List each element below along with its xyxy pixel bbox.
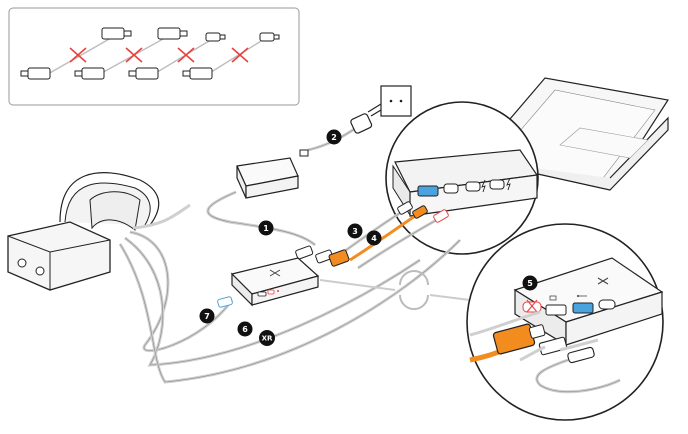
power-port-icon (267, 289, 279, 295)
hub-usb-a-blue-port[interactable] (572, 302, 594, 314)
adapter-chain-2 (74, 27, 188, 80)
badge-3: 3 (347, 223, 363, 239)
red-cross-icon (231, 47, 249, 63)
hub-display-port[interactable] (545, 304, 567, 316)
display-port-icon (549, 295, 557, 301)
badge-2: 2 (326, 129, 342, 145)
adapter-chain-4 (182, 32, 280, 80)
thunderbolt-icon (481, 179, 486, 193)
svg-text:6: 6 (242, 325, 248, 334)
badge-5: 5 (522, 275, 538, 291)
svg-text:XR: XR (262, 335, 273, 343)
hub-port-left (257, 291, 267, 297)
hub-ports-zoom (466, 223, 664, 421)
adapter-chain-3 (128, 32, 226, 80)
adapter-chain-1 (20, 27, 132, 80)
svg-text:1: 1 (263, 224, 269, 233)
hub-power-port[interactable] (522, 299, 542, 313)
vr-headset (7, 172, 160, 291)
svg-text:4: 4 (371, 234, 377, 243)
usb-icon (577, 295, 587, 297)
red-cross-icon (526, 299, 538, 313)
laptop-usb-a-blue-port[interactable] (417, 185, 439, 197)
headset-cable-7 (129, 230, 234, 353)
hub-device (230, 257, 320, 307)
x-logo-icon (269, 269, 281, 277)
power-plug (307, 103, 382, 152)
svg-text:7: 7 (204, 312, 210, 321)
laptop-usb-c-port-2[interactable] (465, 181, 481, 192)
camera-icon (17, 258, 45, 276)
red-cross-icon (177, 47, 195, 63)
wall-outlet (380, 85, 412, 117)
hub-usb-c-port[interactable] (598, 299, 616, 310)
svg-text:2: 2 (331, 133, 337, 142)
badge-1: 1 (258, 220, 274, 236)
incorrect-adapter-chains-panel (8, 7, 300, 106)
orange-adapter (328, 249, 350, 267)
adapter-cable (206, 190, 316, 247)
rotate-icon (399, 270, 429, 310)
red-cross-icon (125, 47, 143, 63)
badge-7: 7 (199, 308, 215, 324)
zoom-connector (319, 270, 471, 310)
laptop-ports-zoom (385, 101, 539, 255)
thunderbolt-icon (506, 177, 511, 191)
laptop-thunderbolt-port[interactable] (489, 179, 505, 190)
badge-xr: XR (259, 330, 275, 346)
x-logo-icon (597, 277, 609, 285)
red-cross-icon (69, 47, 87, 63)
svg-text:3: 3 (352, 227, 358, 236)
badge-4: 4 (366, 230, 382, 246)
power-adapter (236, 149, 309, 199)
svg-text:5: 5 (527, 279, 533, 288)
badge-6: 6 (237, 321, 253, 337)
cable-4-orange (349, 212, 419, 262)
laptop-usb-c-port-1[interactable] (443, 183, 459, 194)
